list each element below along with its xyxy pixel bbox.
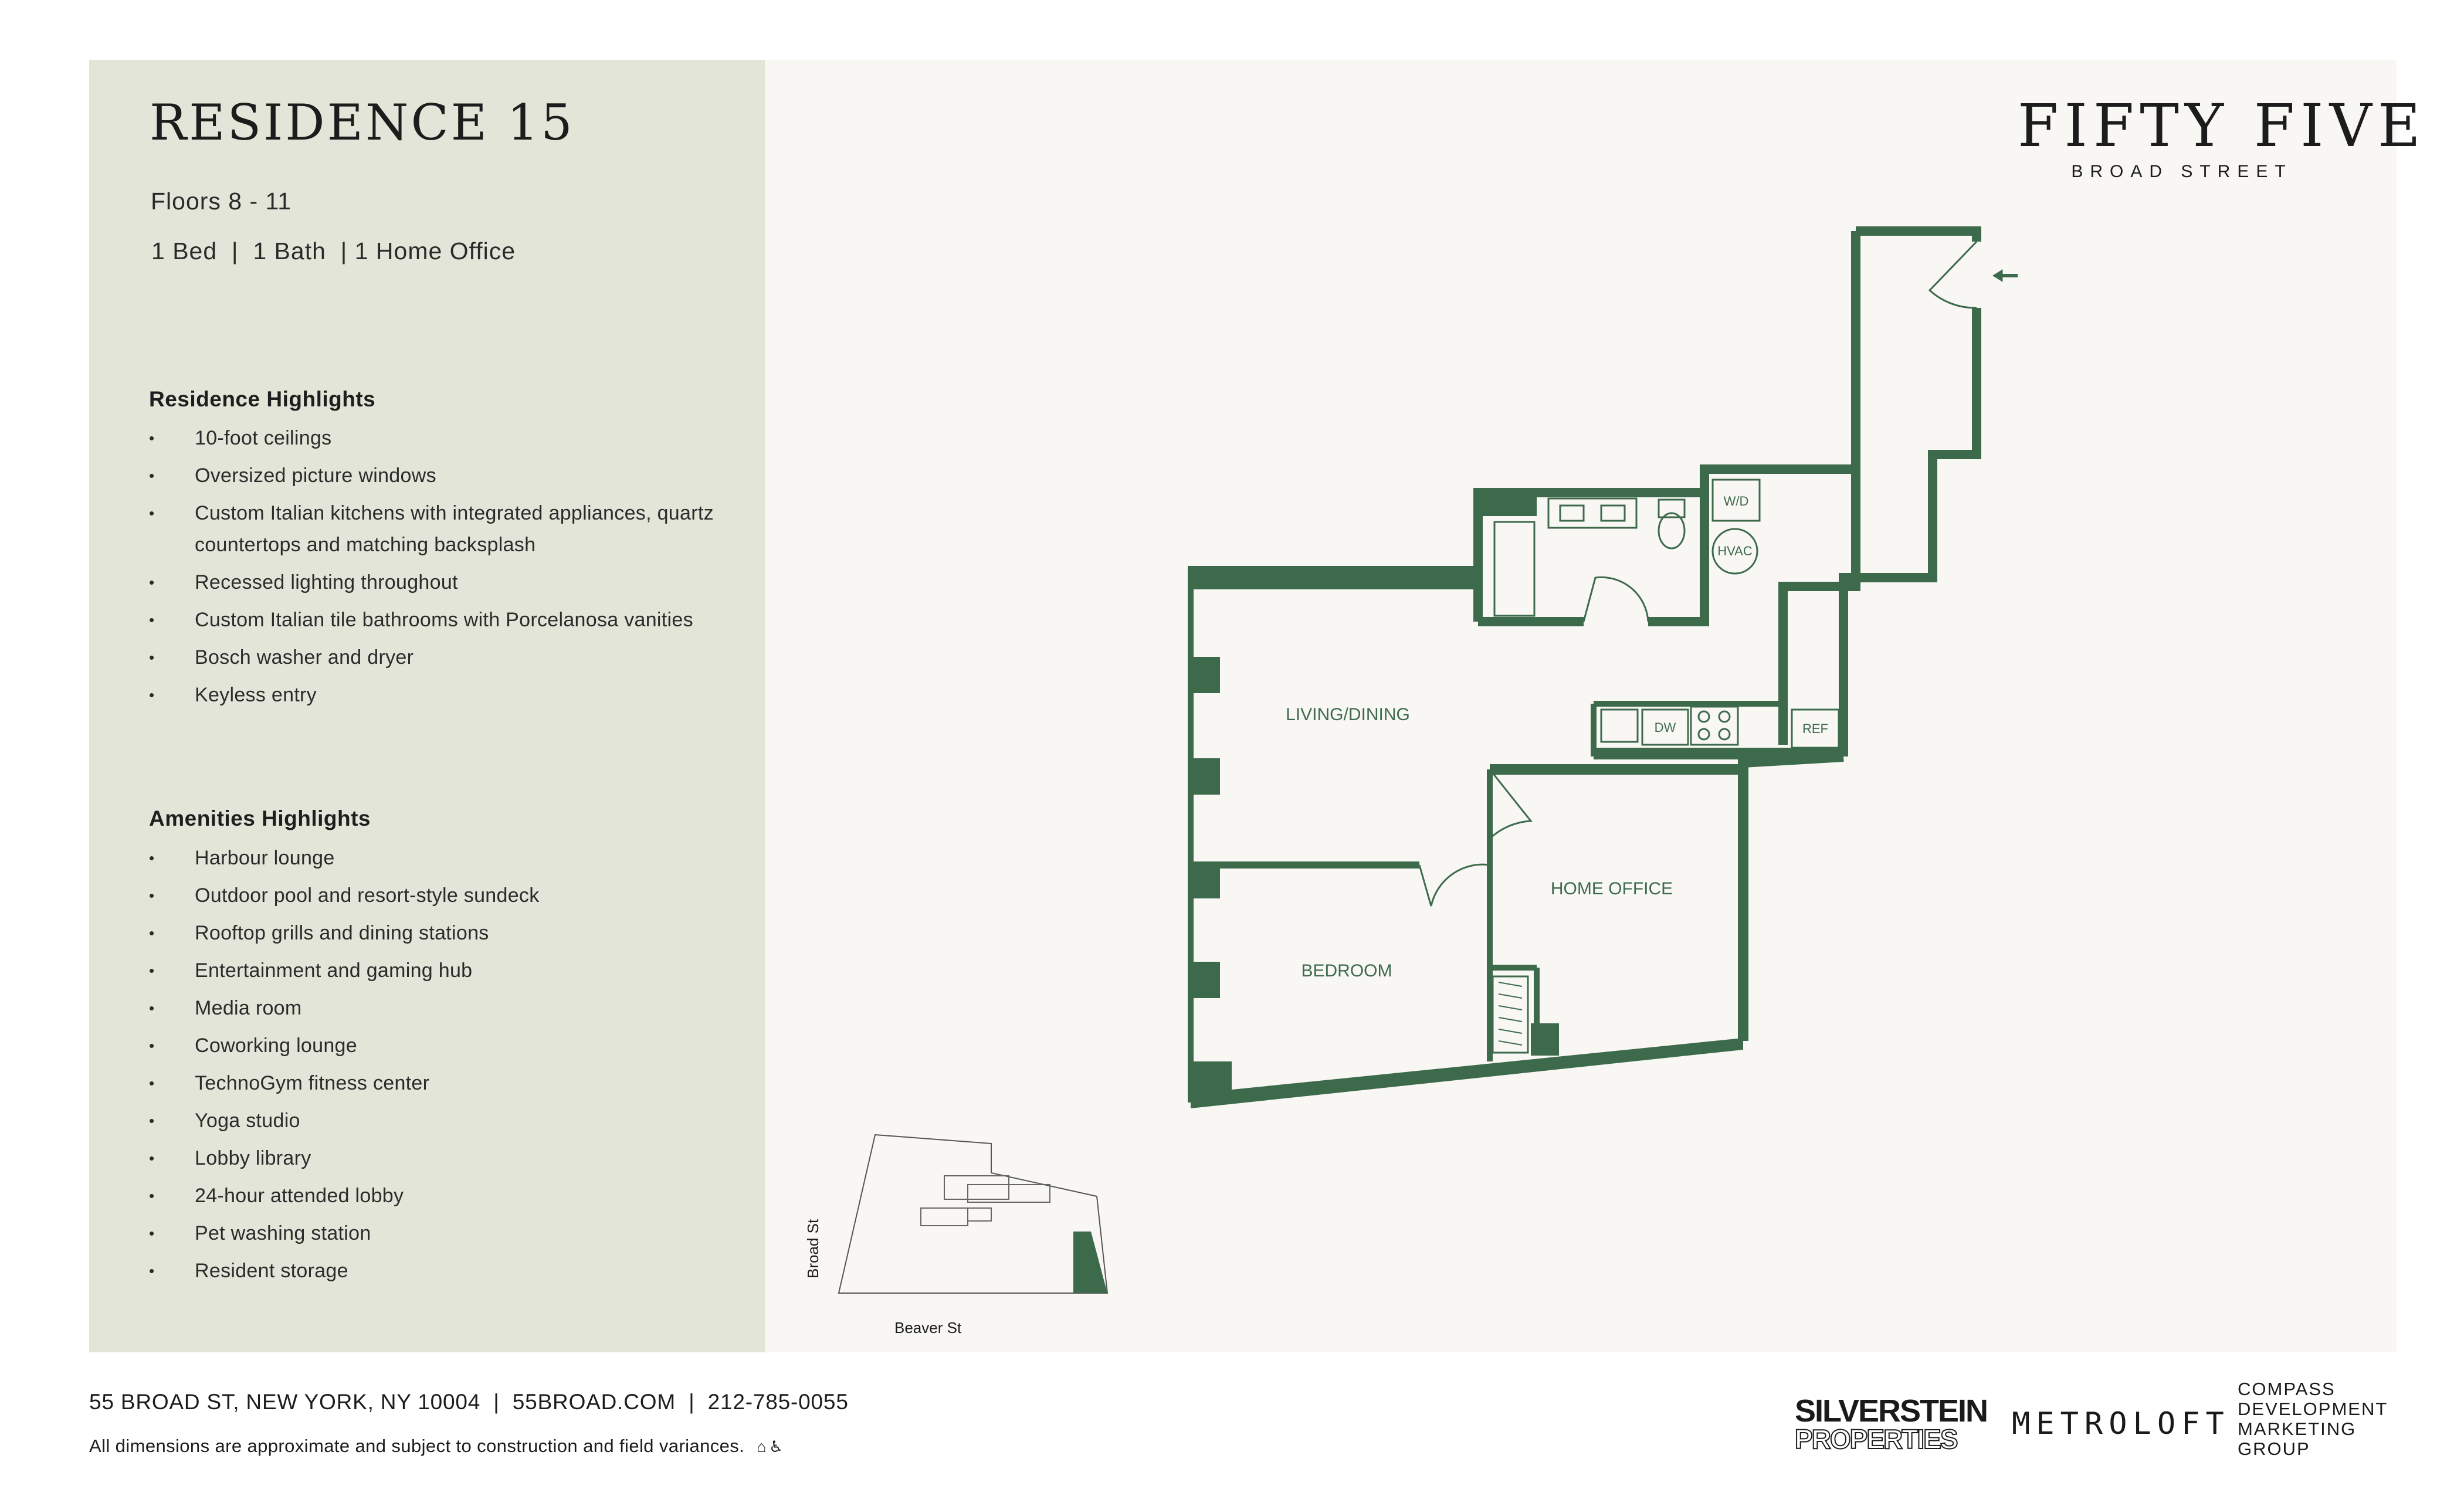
residence-highlights-heading: Residence Highlights [149,387,376,411]
amenity-item: Outdoor pool and resort-style sundeck [149,880,747,911]
wd-box [1711,479,1761,522]
residence-highlight-item: Custom Italian tile bathrooms with Porce… [149,604,747,636]
door-entry [1928,240,1978,309]
residence-highlight-item: Custom Italian kitchens with integrated … [149,497,747,561]
silverstein-line1: SILVERSTEIN [1795,1393,1988,1429]
amenity-item: Lobby library [149,1142,747,1174]
label-ref: REF [1802,721,1828,736]
amenity-item: Rooftop grills and dining stations [149,917,747,949]
sink [1600,708,1639,743]
label-wd: W/D [1724,494,1749,508]
door-bedroom [1418,863,1490,907]
label-living-dining: LIVING/DINING [1286,705,1410,724]
keyplan-beaver-st: Beaver St [894,1319,962,1336]
disclaimer-text: All dimensions are approximate and subje… [89,1436,745,1456]
amenity-item: Yoga studio [149,1105,747,1137]
window-pier [1191,962,1220,998]
door-office [1489,769,1533,840]
dishwasher [1641,708,1689,746]
footer-address: 55 BROAD ST, NEW YORK, NY 10004 | 55BROA… [89,1390,849,1414]
amenities-highlights-list: Harbour loungeOutdoor pool and resort-st… [149,842,747,1293]
residence-title: RESIDENCE 15 [150,94,575,151]
footer-disclaimer: All dimensions are approximate and subje… [89,1436,784,1457]
wall-entry-corridor [1778,231,1860,745]
amenity-item: 24-hour attended lobby [149,1180,747,1212]
residence-highlight-item: 10-foot ceilings [149,422,747,454]
unit-layout-text: 1 Bed | 1 Bath | 1 Home Office [151,238,516,264]
label-dw: DW [1655,720,1676,735]
compass-logo-line: COMPASS [2238,1379,2336,1399]
floors-text: Floors 8 - 11 [151,188,292,215]
residence-highlight-item: Oversized picture windows [149,460,747,491]
compass-logo-line: GROUP [2238,1439,2310,1459]
brand-subtitle: BROAD STREET [2071,162,2293,181]
label-home-office: HOME OFFICE [1551,879,1673,898]
bathtub [1493,521,1536,617]
window-pier [1191,862,1220,898]
amenity-item: Resident storage [149,1255,747,1287]
amenities-highlights-heading: Amenities Highlights [149,806,371,830]
amenity-item: Coworking lounge [149,1030,747,1061]
wall-entry-top [1856,226,1981,242]
wall-bottom [1191,1038,1743,1108]
residence-highlights-list: 10-foot ceilingsOversized picture window… [149,422,747,717]
closet-rack [1492,975,1529,1054]
key-plan: Broad St Beaver St [804,1134,1109,1336]
entry-arrow-icon [1992,269,2018,282]
range [1690,705,1739,746]
refrigerator [1791,708,1840,749]
equal-housing-icon: ⌂ [757,1438,767,1456]
residence-highlight-item: Keyless entry [149,679,747,711]
wall-entry-right [1839,308,1981,757]
amenity-item: Media room [149,992,747,1024]
vanity [1547,497,1638,529]
accessibility-icon: ♿ [768,1438,784,1456]
wall-wd [1700,464,1856,622]
silverstein-line2: PROPERTIES [1794,1424,1959,1454]
label-hvac: HVAC [1717,544,1753,558]
amenity-item: Entertainment and gaming hub [149,955,747,986]
window-pier [1191,657,1220,693]
amenity-item: Harbour lounge [149,842,747,874]
kitchen-base [1594,748,1840,759]
door-bath [1582,576,1649,622]
residence-highlight-item: Recessed lighting throughout [149,566,747,598]
label-bedroom: BEDROOM [1301,961,1392,981]
residence-highlight-item: Bosch washer and dryer [149,642,747,673]
floorplan-panel [765,60,2397,1352]
keyplan-broad-st: Broad St [804,1219,822,1278]
compass-logo-line: DEVELOPMENT [2238,1399,2388,1419]
window-pier [1191,758,1220,795]
toilet [1658,498,1686,518]
hvac-unit [1711,528,1758,575]
bath-corner [1478,493,1537,516]
silverstein-logo: SILVERSTEIN PROPERTIES [1794,1393,1988,1454]
metroloft-logo: METROLOFT [2012,1406,2230,1441]
closet-corner [1531,1023,1559,1056]
compass-logo-line: MARKETING [2238,1419,2357,1439]
amenity-item: Pet washing station [149,1217,747,1249]
amenity-item: TechnoGym fitness center [149,1067,747,1099]
